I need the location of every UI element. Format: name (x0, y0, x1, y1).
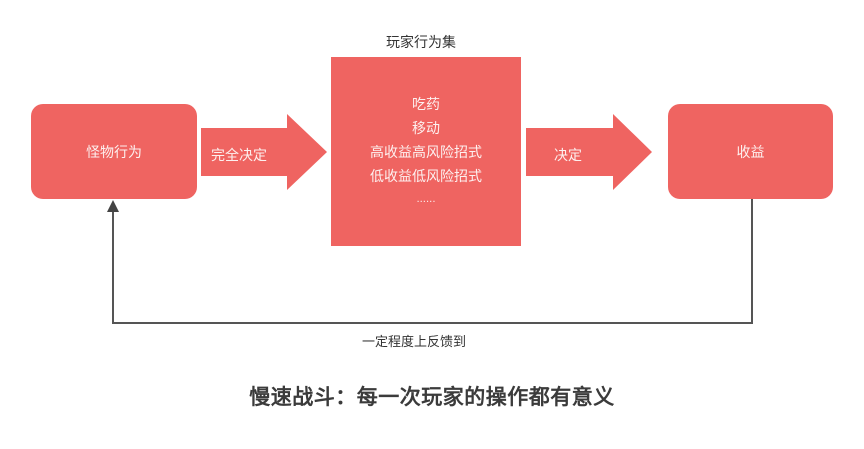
edge-label-actions-to-reward: 决定 (554, 148, 582, 164)
arrow-monster-to-actions-icon (201, 114, 327, 190)
feedback-arrowhead-icon (107, 200, 119, 212)
edge-label-monster-to-actions: 完全决定 (211, 148, 267, 164)
arrow-actions-to-reward-icon (526, 114, 652, 190)
node-monster-behavior: 怪物行为 (31, 104, 197, 199)
node-player-action-set: 吃药 移动 高收益高风险招式 低收益低风险招式 ...... (331, 57, 521, 246)
action-item: 低收益低风险招式 (370, 168, 482, 185)
diagram-title: 慢速战斗：每一次玩家的操作都有意义 (249, 385, 615, 409)
player-action-set-caption: 玩家行为集 (386, 35, 456, 51)
action-item: 高收益高风险招式 (370, 144, 482, 161)
node-reward: 收益 (668, 104, 833, 199)
action-item: 移动 (412, 120, 440, 137)
node-reward-label: 收益 (736, 144, 765, 161)
node-monster-behavior-label: 怪物行为 (86, 144, 142, 161)
action-item: 吃药 (412, 96, 440, 113)
edge-label-reward-feedback: 一定程度上反馈到 (362, 335, 467, 350)
action-item-ellipsis: ...... (416, 193, 436, 205)
